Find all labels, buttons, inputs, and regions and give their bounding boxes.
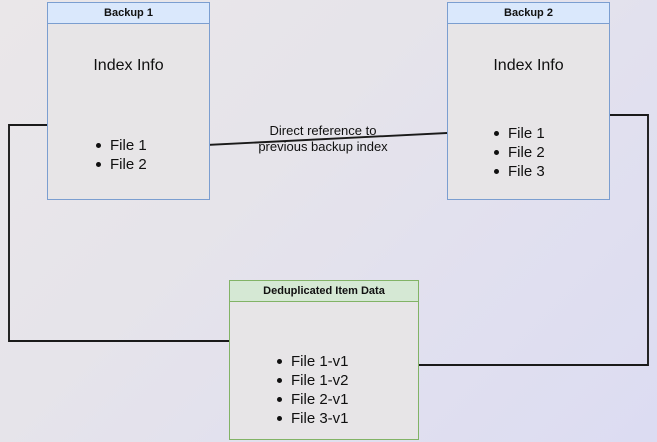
- backup2-box[interactable]: Backup 2 Index Info File 1 File 2 File 3: [447, 2, 610, 200]
- backup2-file-list: File 1 File 2 File 3: [492, 124, 545, 181]
- backup2-body: Index Info File 1 File 2 File 3: [448, 24, 609, 199]
- list-item: File 1-v2: [275, 371, 349, 390]
- caption-line-1: Direct reference to: [269, 123, 377, 138]
- direct-reference-caption: Direct reference to previous backup inde…: [243, 123, 403, 155]
- backup1-file-list: File 1 File 2: [94, 136, 147, 174]
- list-item: File 2: [94, 155, 147, 174]
- dedup-title: Deduplicated Item Data: [230, 281, 418, 302]
- backup1-box[interactable]: Backup 1 Index Info File 1 File 2: [47, 2, 210, 200]
- list-item: File 3-v1: [275, 409, 349, 428]
- dedup-file-list: File 1-v1 File 1-v2 File 2-v1 File 3-v1: [275, 352, 349, 428]
- list-item: File 1: [94, 136, 147, 155]
- backup2-title: Backup 2: [448, 3, 609, 24]
- list-item: File 1-v1: [275, 352, 349, 371]
- list-item: File 2-v1: [275, 390, 349, 409]
- backup1-heading: Index Info: [93, 57, 164, 74]
- backup2-heading: Index Info: [493, 57, 564, 74]
- dedup-body: File 1-v1 File 1-v2 File 2-v1 File 3-v1: [230, 302, 418, 439]
- backup1-body: Index Info File 1 File 2: [48, 24, 209, 199]
- list-item: File 2: [492, 143, 545, 162]
- list-item: File 3: [492, 162, 545, 181]
- backup1-title: Backup 1: [48, 3, 209, 24]
- deduplicated-item-data-box[interactable]: Deduplicated Item Data File 1-v1 File 1-…: [229, 280, 419, 440]
- list-item: File 1: [492, 124, 545, 143]
- caption-line-2: previous backup index: [258, 139, 388, 154]
